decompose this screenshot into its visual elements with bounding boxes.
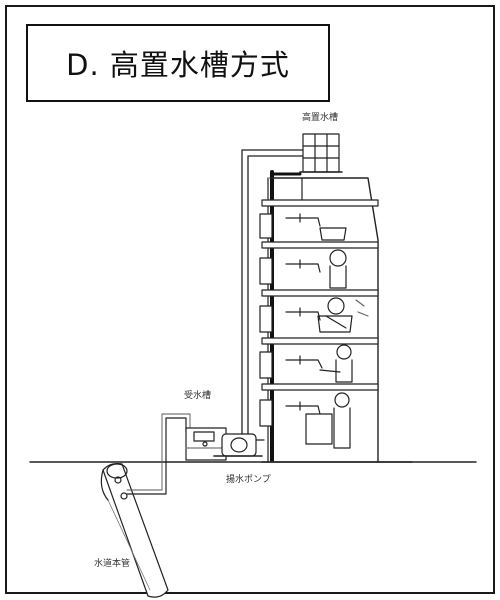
elevated-tank [299, 133, 343, 173]
meters [259, 213, 273, 427]
water-main-label: 水道本管 [94, 557, 130, 569]
lift-pump [213, 433, 265, 457]
supply-pipe [126, 417, 187, 495]
elevated-tank-label: 高置水槽 [302, 111, 338, 123]
diagram-frame [5, 5, 495, 594]
lift-pump-label: 揚水ポンプ [226, 473, 271, 485]
receiving-tank-label: 受水槽 [184, 389, 211, 401]
diagram-title: D. 高置水槽方式 [66, 48, 290, 82]
title-box: D. 高置水槽方式 [26, 24, 330, 102]
building [261, 177, 413, 463]
floor-scenes [305, 227, 369, 449]
faucets [285, 213, 323, 415]
water-main-pipe [100, 463, 169, 598]
